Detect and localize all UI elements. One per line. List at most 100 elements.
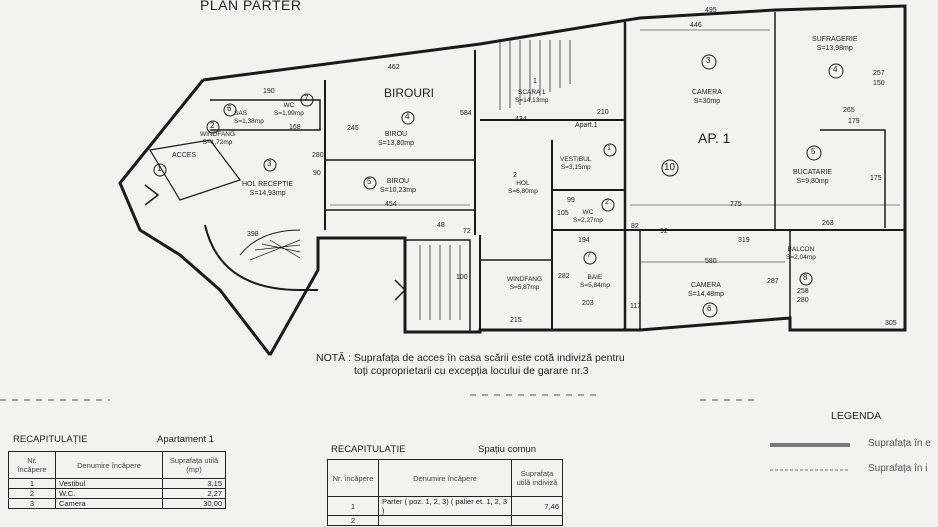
room-bucatarie-number: 5 <box>811 147 816 156</box>
dim-label: 190 <box>263 88 275 95</box>
dim-label: 179 <box>848 118 860 125</box>
dim-label: 398 <box>247 231 259 238</box>
room-area: S=2,27mp <box>573 217 603 224</box>
dim-label: 168 <box>289 124 301 131</box>
table-cell: W.C. <box>55 488 163 499</box>
table-header-row: Nr. încăpere Denumire încăpere Suprafața… <box>8 451 226 479</box>
room-name: WC <box>283 102 295 109</box>
dim-label: 446 <box>690 22 702 29</box>
room-balcon-number: 8 <box>803 273 808 282</box>
dim-label: 280 <box>797 297 809 304</box>
room-wc-2: WC S=2,27mp <box>573 209 603 225</box>
room-area: S=13,98mp <box>816 45 853 52</box>
table2-title: RECAPITULAȚIE <box>331 444 406 455</box>
room-vestibul: VESTIBUL S=3,15mp <box>560 156 591 172</box>
room-area: S=1,72mp <box>202 139 233 146</box>
table-cell: 1 <box>8 478 56 489</box>
table-cell <box>511 515 563 526</box>
room-camera-3: CAMERA S=30mp <box>692 88 722 106</box>
room-name: HOL <box>516 180 530 187</box>
dim-label: 287 <box>767 278 779 285</box>
room-name: BALCON <box>787 246 815 253</box>
dim-label: 454 <box>385 201 397 208</box>
room-name: BIROU <box>384 131 408 138</box>
dim-label: 175 <box>870 175 882 182</box>
dim-label: 150 <box>873 80 885 87</box>
room-area: S=5,87mp <box>509 284 540 291</box>
room-2-windfang: WINDFANG S=1,72mp <box>200 131 235 147</box>
room-number-10: 10 <box>664 162 676 173</box>
dim-label: 117 <box>630 303 642 310</box>
table-cell: 3,15 <box>162 478 226 489</box>
dim-label: 48 <box>437 222 445 229</box>
room-area: S=14,13mp <box>515 97 549 104</box>
table-row: 3 Camera 30,00 <box>8 498 226 509</box>
room-4-number: 4 <box>405 112 410 121</box>
table1-title: RECAPITULAȚIE <box>13 434 88 445</box>
legend-item-exclusive: Suprafața în e <box>868 438 931 449</box>
room-scara-number: 1 <box>533 78 537 85</box>
table-cell: 7,46 <box>511 496 563 516</box>
room-6-number: 6 <box>227 104 232 113</box>
dim-label: 462 <box>388 64 400 71</box>
zone-label-birouri: BIROURI <box>384 86 435 100</box>
room-1-acces: ACCES <box>172 152 196 159</box>
table-cell: 30,00 <box>162 498 226 509</box>
room-name: BIROU <box>386 178 410 185</box>
room-area: S=10,23mp <box>380 187 416 194</box>
dim-label: 105 <box>557 210 569 217</box>
dim-label: 263 <box>822 220 834 227</box>
room-name: VESTIBUL <box>560 156 592 163</box>
table-header: Denumire încăpere <box>378 459 512 497</box>
room-area: S=3,15mp <box>560 164 591 171</box>
room-area: S=1,99mp <box>274 110 304 117</box>
room-name: WINDFANG <box>507 276 543 283</box>
room-sufragerie: SUFRAGERIE S=13,98mp <box>812 35 858 53</box>
dim-label: 92 <box>660 228 668 235</box>
dim-label: 72 <box>463 228 471 235</box>
dim-label: 258 <box>797 288 809 295</box>
table-cell: 2 <box>8 488 56 499</box>
room-area: S=13,80mp <box>378 140 414 147</box>
apartment-label: AP. 1 <box>698 130 731 146</box>
table-header: Denumire încăpere <box>55 451 163 479</box>
recap-table-apartment: Nr. încăpere Denumire încăpere Suprafața… <box>8 451 226 509</box>
room-6-sas: SAS S=1,38mp <box>234 110 264 126</box>
room-name: CAMERA <box>691 282 721 289</box>
room-area: S=2,04mp <box>786 254 816 261</box>
room-area: S=1,38mp <box>234 118 264 125</box>
dim-label: 90 <box>313 170 321 177</box>
table-cell: 1 <box>327 496 379 516</box>
room-5-number: 5 <box>367 177 372 186</box>
zone-label-apart1: Apart.1 <box>575 122 598 129</box>
dim-label: 265 <box>843 107 855 114</box>
table-cell: 3 <box>8 498 56 509</box>
dim-label: 210 <box>597 109 609 116</box>
dim-label: 584 <box>460 110 472 117</box>
note-line-2: toți coproprietarii cu excepția locului … <box>354 365 589 377</box>
table-header-row: Nr. încăpere Denumire încăpere Suprafața… <box>327 459 563 497</box>
table-cell: Vestibul <box>55 478 163 489</box>
plan-title: PLAN PARTER <box>200 0 302 13</box>
room-name: ACCES <box>172 152 197 159</box>
table-header: Nr. încăpere <box>327 459 379 497</box>
room-3-hol-receptie: HOL RECEPTIE S=14,93mp <box>242 180 293 198</box>
table-header: Suprafața utilă (mp) <box>162 451 226 479</box>
table-cell: 2 <box>327 515 379 526</box>
room-area: S=5,84mp <box>580 282 610 289</box>
room-name: SUFRAGERIE <box>812 36 858 43</box>
legend-title: LEGENDA <box>831 410 882 422</box>
room-name: BAIE <box>587 274 603 281</box>
dim-label: 257 <box>873 70 885 77</box>
dim-label: 305 <box>885 320 897 327</box>
room-name: WC <box>582 209 594 216</box>
room-windfang-2: WINDFANG S=5,87mp <box>507 276 542 292</box>
room-hol: HOL S=6,80mp <box>508 180 538 196</box>
dim-label: 580 <box>705 258 717 265</box>
room-4-birou: BIROU S=13,80mp <box>378 130 414 148</box>
room-3-number: 3 <box>267 159 272 168</box>
table-cell <box>378 515 512 526</box>
room-name: BUCATARIE <box>793 169 833 176</box>
room-5-birou: BIROU S=10,23mp <box>380 177 416 195</box>
